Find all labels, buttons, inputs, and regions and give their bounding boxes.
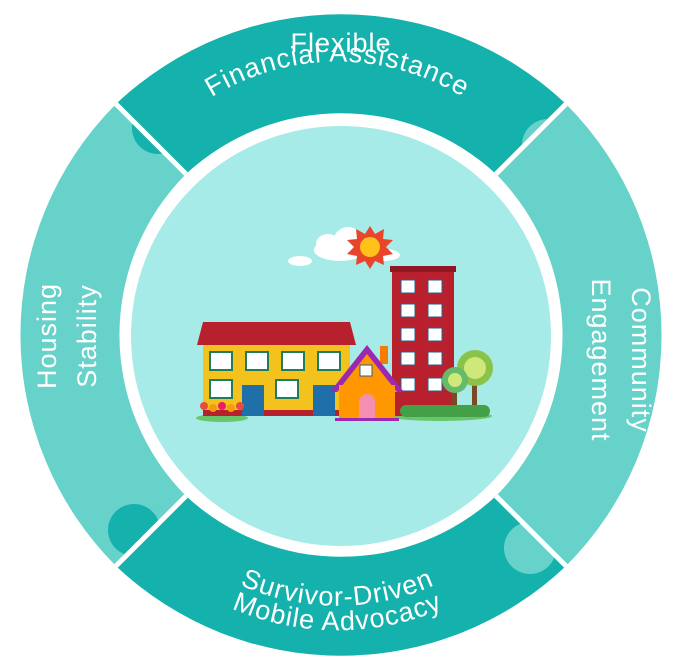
segment-bottom (116, 496, 566, 656)
label-left-line2: Stability (72, 284, 102, 388)
puzzle-knob-bottom-right (504, 522, 556, 574)
puzzle-knob-top-left (132, 102, 184, 154)
puzzle-knob-top-right (522, 119, 574, 171)
yellow-house (197, 322, 356, 416)
sun-icon (347, 226, 393, 269)
apartment-building (390, 266, 456, 416)
flowers-icon (200, 402, 244, 412)
segment-left (20, 104, 186, 566)
label-right-line1: Community (626, 287, 656, 433)
tree-icon (442, 350, 493, 412)
label-top-line1: Flexible (290, 28, 391, 58)
label-left-line1: Housing (32, 283, 62, 389)
ring-segments (20, 14, 662, 656)
houses-illustration (196, 226, 493, 422)
segment-top (116, 14, 566, 174)
segment-right (496, 104, 662, 566)
puzzle-knob-bottom-left (108, 504, 160, 556)
label-right-line2: Engagement (586, 278, 616, 441)
orange-house (330, 345, 404, 421)
